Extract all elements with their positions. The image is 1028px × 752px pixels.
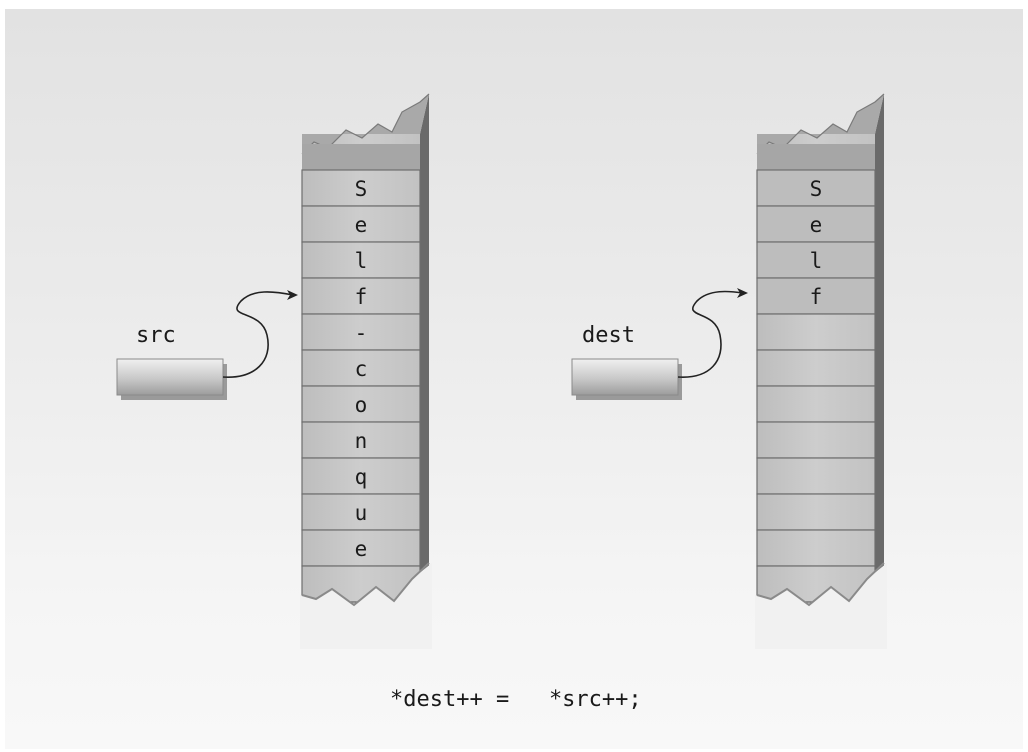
- column-torn-top: [302, 94, 429, 154]
- column-header-band: [757, 144, 875, 170]
- column-torn-bottom: [300, 563, 432, 649]
- memory-cell-char: S: [355, 177, 368, 201]
- dest-label: dest: [582, 323, 635, 348]
- memory-cell-char: S: [810, 177, 823, 201]
- column-torn-bottom-edge: [756, 562, 885, 607]
- memory-cell: [301, 241, 421, 279]
- memory-cell: [301, 493, 421, 531]
- memory-cell-char: -: [355, 321, 368, 345]
- memory-cell: [756, 385, 876, 423]
- memory-cell: [756, 313, 876, 351]
- memory-cell-char: f: [810, 285, 823, 309]
- column-side-face: [875, 94, 884, 614]
- memory-cell: [301, 169, 421, 207]
- memory-cell-char: q: [355, 465, 368, 489]
- memory-cell-char: n: [355, 429, 368, 453]
- memory-cell: [756, 493, 876, 531]
- dest-pointer-variable: dest: [571, 288, 748, 400]
- column-torn-bottom: [755, 563, 887, 649]
- memory-cell: [756, 169, 876, 207]
- memory-cell: [301, 385, 421, 423]
- memory-cell: [301, 529, 421, 567]
- src-pointer-curve: [222, 291, 294, 378]
- src-box: [116, 358, 224, 396]
- memory-cell-char: c: [355, 357, 368, 381]
- memory-cell: [756, 421, 876, 459]
- column-torn-bottom-edge: [301, 562, 430, 607]
- memory-cell: [756, 241, 876, 279]
- memory-cell: [301, 457, 421, 495]
- src-pointer-variable: src: [116, 290, 298, 400]
- memory-cell-char: l: [355, 249, 368, 273]
- memory-cell: [301, 313, 421, 351]
- memory-cell-char: l: [810, 249, 823, 273]
- dest-pointer-curve: [677, 290, 744, 378]
- memory-cell-char: e: [810, 213, 823, 237]
- src-pointer-arrowhead: [287, 290, 298, 300]
- memory-cell: [756, 457, 876, 495]
- memory-cell-char: f: [355, 285, 368, 309]
- dest-pointer-arrowhead: [737, 288, 748, 298]
- memory-cell-char: o: [355, 393, 368, 417]
- memory-cell: [756, 529, 876, 567]
- column-side-face: [420, 94, 429, 614]
- memory-cell-char: u: [355, 501, 368, 525]
- memory-cell-char: e: [355, 213, 368, 237]
- memory-cell: [756, 349, 876, 387]
- column-torn-top: [757, 94, 884, 154]
- src-label: src: [136, 323, 176, 348]
- memory-cell: [756, 205, 876, 243]
- code-statement: *dest++ = *src++;: [390, 687, 642, 712]
- column-header-band: [302, 144, 420, 170]
- memory-cell: [301, 205, 421, 243]
- memory-cell-char: e: [355, 537, 368, 561]
- dest-box: [571, 358, 679, 396]
